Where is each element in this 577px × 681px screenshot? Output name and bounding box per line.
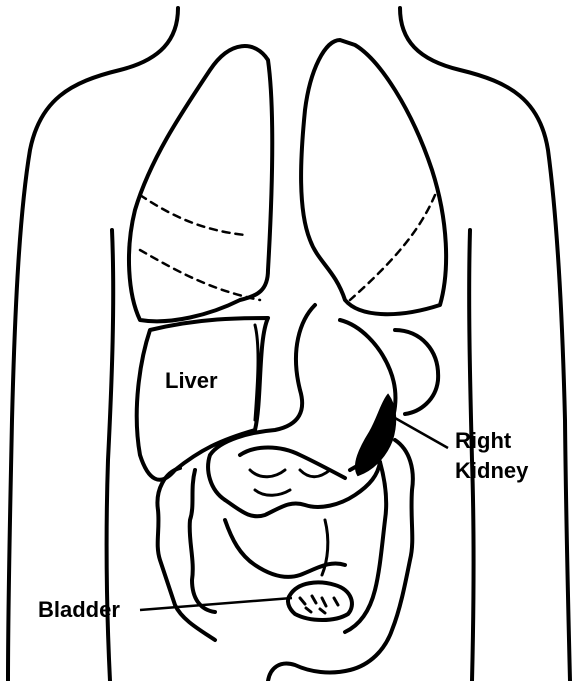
bladder-pointer-line (140, 598, 292, 610)
body-outline (8, 8, 570, 681)
kidney-pointer-line (395, 418, 448, 448)
bladder (288, 582, 352, 620)
kidney-label-line2: Kidney (455, 458, 529, 483)
kidney-label-line1: Right (455, 428, 512, 453)
stomach (208, 305, 438, 500)
right-kidney (356, 395, 395, 475)
intestines (157, 440, 412, 681)
liver-label: Liver (165, 368, 218, 393)
lungs (129, 40, 446, 321)
liver (137, 318, 268, 480)
bladder-label: Bladder (38, 597, 120, 622)
